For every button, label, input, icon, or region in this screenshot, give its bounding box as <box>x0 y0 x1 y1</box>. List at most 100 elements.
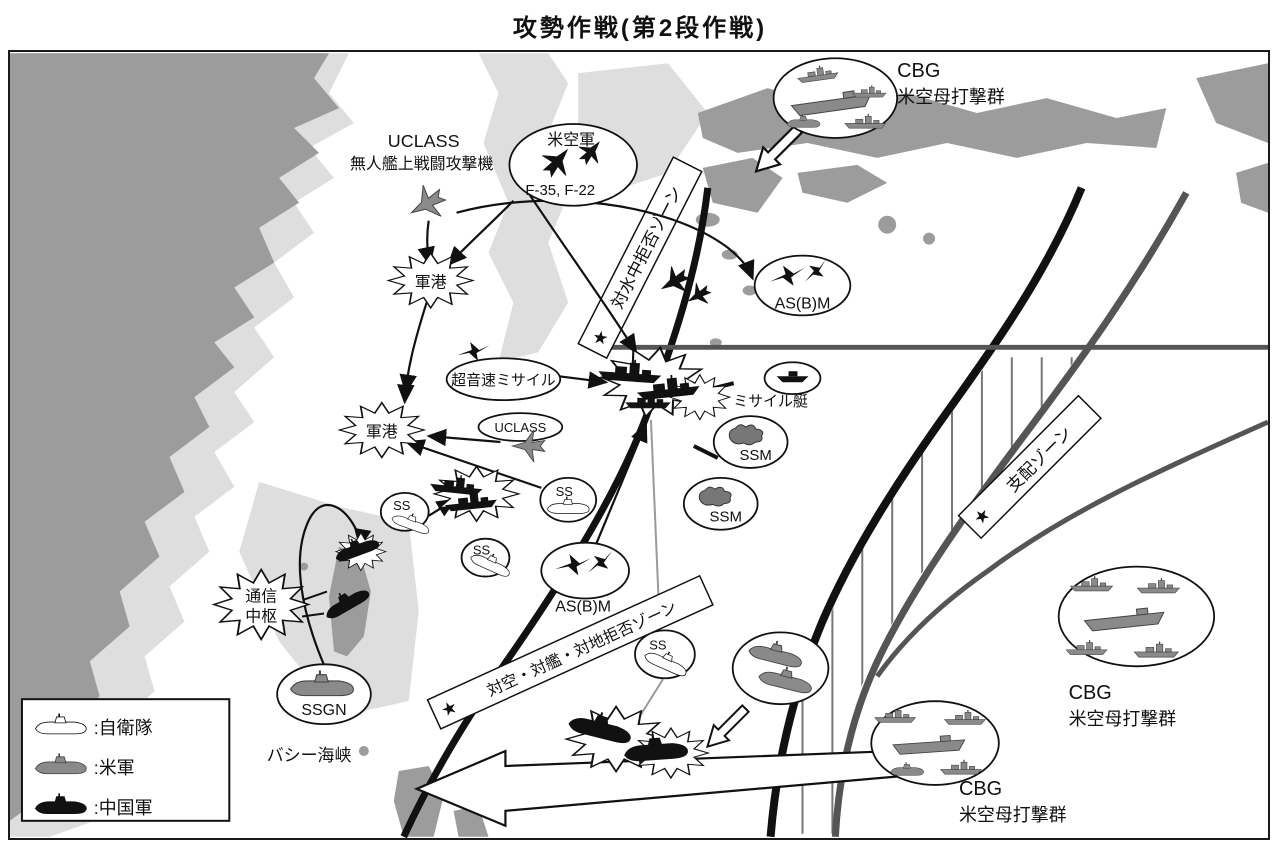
usaf-ellipse <box>508 123 638 207</box>
comm-link-1 <box>303 590 328 601</box>
ssm-label: SSM <box>710 509 742 526</box>
ss-group-c: SS <box>460 537 515 579</box>
uclass-mid-label: UCLASS <box>494 420 546 435</box>
asbm-south-ellipse <box>540 541 630 600</box>
uclass-jet-icon <box>401 178 452 229</box>
port-south-label: 軍港 <box>366 423 398 441</box>
comm-link-2 <box>301 612 325 618</box>
legend-china-label: :中国軍 <box>94 798 153 818</box>
uclass-label: UCLASS <box>388 131 460 151</box>
big-white-arrow-west <box>413 746 974 828</box>
page-title: 攻勢作戦(第2段作戦) <box>512 15 768 42</box>
arrow-asbm2-to-strike <box>591 422 648 555</box>
cbg-east-desc: 米空母打撃群 <box>1069 709 1177 729</box>
ss-group-d: SS <box>634 629 696 680</box>
asbm-north-group: AS(B)M <box>753 254 852 317</box>
usaf-planes-label: F-35, F-22 <box>525 182 595 199</box>
shallow-water-yellow-sea <box>478 53 574 363</box>
boundary-lines <box>400 186 1268 838</box>
small-island <box>300 562 309 571</box>
arrow-port-chevron <box>399 373 417 395</box>
arrow-strike-to-port-south <box>404 439 542 489</box>
arrow-to-port-north <box>447 200 515 267</box>
missile-boat-group: ミサイル艇 <box>733 361 822 410</box>
japan-kyushu <box>702 157 783 213</box>
ssm-group-1: SSM <box>712 415 789 469</box>
banner-box <box>426 574 714 730</box>
ssm-group-2: SSM <box>682 476 759 531</box>
hypersonic-group: 超音速ミサイル <box>445 337 562 402</box>
comm-hub-group: 通信 中枢 <box>212 568 310 641</box>
port-north-label: 軍港 <box>415 274 447 292</box>
cbg-north-group: CBG 米空母打撃群 <box>772 57 1005 139</box>
japan-island-east <box>1236 162 1268 213</box>
missile-boat-label: ミサイル艇 <box>733 393 808 410</box>
ssm-label: SSM <box>739 447 771 464</box>
white-arrows <box>413 119 974 828</box>
legend: :自衛隊 :米軍 :中国軍 <box>20 698 231 822</box>
hypersonic-label: 超音速ミサイル <box>451 372 556 389</box>
arrow-port-to-port <box>397 302 428 405</box>
us-subs-ellipse <box>731 631 830 706</box>
ryukyu-island <box>709 338 722 347</box>
hatched-zone <box>777 357 1077 834</box>
port-south-group: 軍港 <box>338 401 426 459</box>
legend-jsdf-label: :自衛隊 <box>94 718 153 738</box>
ss-label: SS <box>393 498 411 513</box>
arrow-uclass2-to-port <box>426 428 501 447</box>
uclass-north-group: UCLASS 無人艦上戦闘攻撃機 <box>350 131 494 229</box>
dash-missile-boat-2 <box>692 444 719 460</box>
cbg-north-label: CBG <box>897 60 940 82</box>
uclass-mid-ellipse <box>477 412 564 442</box>
uclass-desc: 無人艦上戦闘攻撃機 <box>350 155 494 173</box>
bashi-channel-label: バシー海峡 <box>267 746 352 765</box>
ss-label: SS <box>649 637 667 652</box>
ss-group-a: SS <box>539 476 598 523</box>
asbm-south-group: AS(B)M <box>540 541 630 615</box>
japan-northeast <box>1196 63 1268 143</box>
island-chain-line-1 <box>400 187 712 838</box>
small-island <box>878 215 897 234</box>
usaf-group: 米空軍 F-35, F-22 <box>508 123 638 207</box>
asbm-north-label: AS(B)M <box>775 295 831 312</box>
banner-label: 対水中拒否ゾーン <box>608 183 686 312</box>
ssgn-label: SSGN <box>301 702 346 719</box>
cbg-south-label: CBG <box>959 778 1002 800</box>
arrow-usaf-to-strike <box>527 192 638 355</box>
japan-shikoku <box>797 164 888 203</box>
banner-box <box>957 394 1103 540</box>
banner-box <box>577 156 703 360</box>
comm-hub-label-1: 通信 <box>245 588 277 606</box>
asbm-south-label: AS(B)M <box>555 598 611 615</box>
ss-label: SS <box>556 484 574 499</box>
asbm-north-ellipse <box>753 254 852 317</box>
port-north-group: 軍港 <box>387 252 474 309</box>
hypersonic-ellipse <box>445 357 562 402</box>
comm-hub-label-2: 中枢 <box>245 607 277 625</box>
link-ss-to-torpedo <box>637 678 664 720</box>
operations-map: ★ 対水中拒否ゾーン <box>8 50 1270 840</box>
ryukyu-island <box>742 285 757 296</box>
cbg-north-desc: 米空母打撃群 <box>897 87 1005 107</box>
outer-gray-line <box>831 191 1190 837</box>
uclass-mid-group: UCLASS <box>477 412 564 463</box>
white-arrow-subs-south <box>698 700 755 756</box>
cbg-east-group: CBG 米空母打撃群 <box>1057 565 1216 729</box>
ss-label: SS <box>473 543 491 558</box>
legend-us-label: :米軍 <box>94 758 135 778</box>
cbg-east-label: CBG <box>1069 682 1112 704</box>
ss-ellipse <box>379 491 430 532</box>
arrow-hypersonic-to-strike <box>558 371 609 389</box>
small-island <box>358 746 369 757</box>
usaf-label: 米空軍 <box>547 131 595 149</box>
cbg-south-group: CBG 米空母打撃群 <box>870 700 1067 825</box>
china-mainland <box>10 53 339 821</box>
banner-star: ★ <box>438 696 461 721</box>
ss-group-b: SS <box>379 491 434 536</box>
ssgn-group: SSGN バシー海峡 <box>267 663 372 765</box>
arrow-loop-to-asbm <box>456 199 755 281</box>
control-zone-route <box>875 419 1268 678</box>
cbg-south-desc: 米空母打撃群 <box>959 805 1067 825</box>
small-island <box>923 232 936 245</box>
